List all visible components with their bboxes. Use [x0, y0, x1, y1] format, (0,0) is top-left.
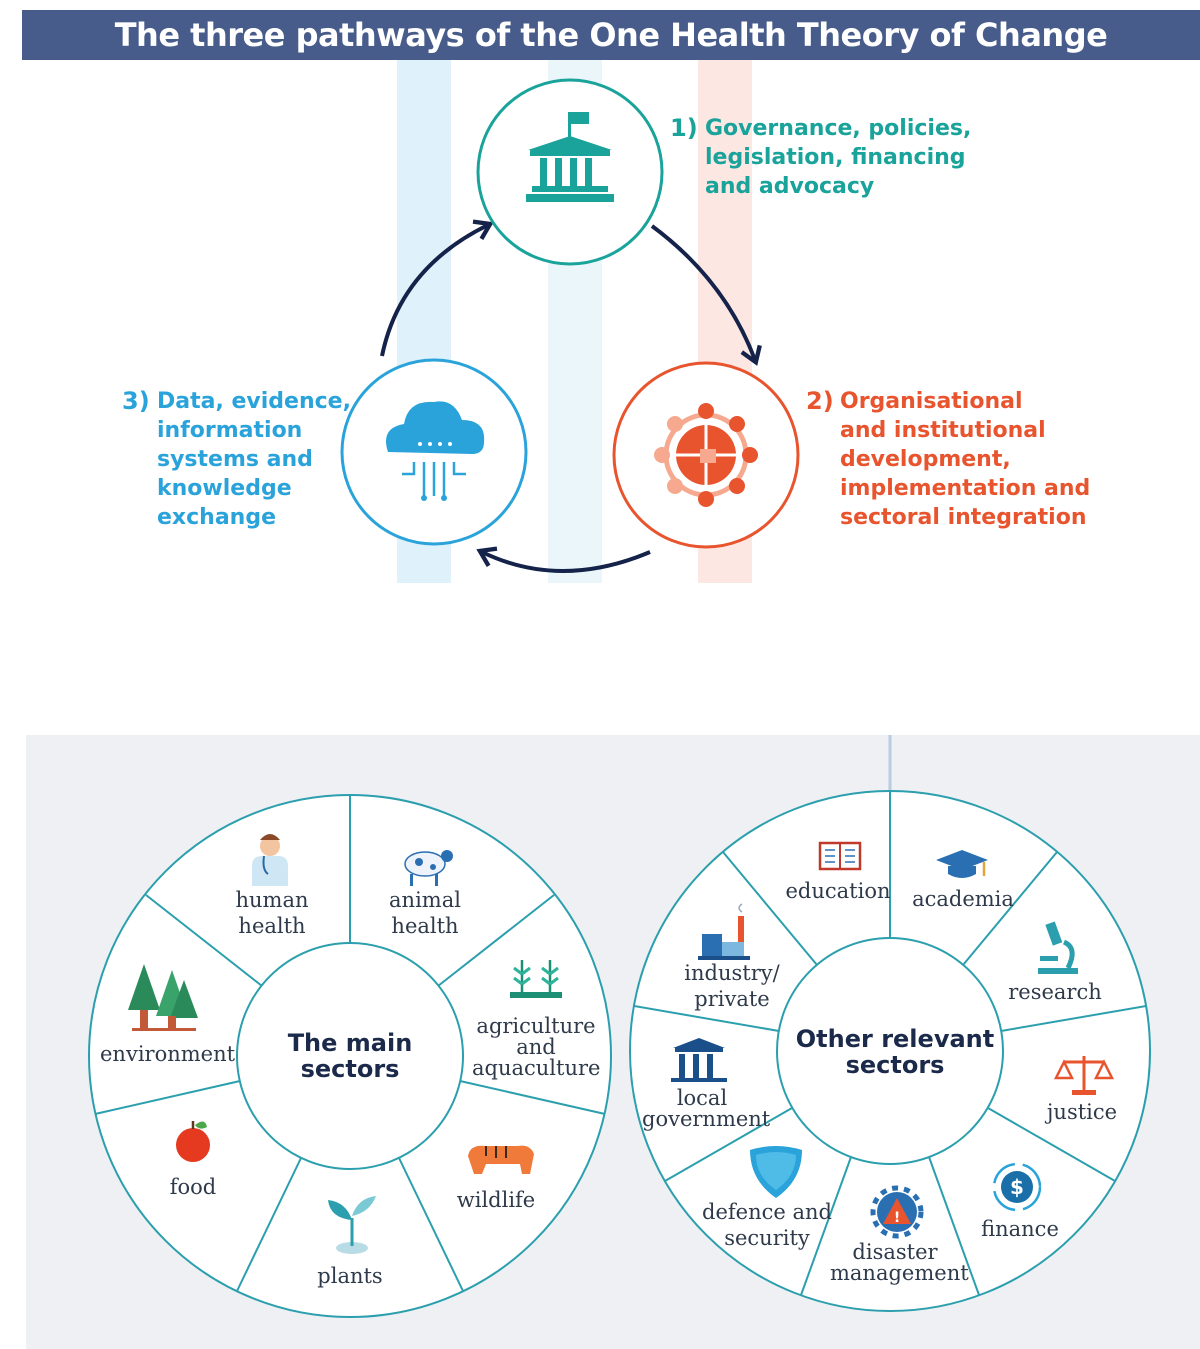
- pathway-2-label: Organisational and institutional develop…: [840, 389, 1091, 530]
- trees-icon: [128, 964, 198, 1031]
- money-cycle-icon: $: [992, 1162, 1042, 1212]
- pathway-cycle-diagram: [340, 78, 800, 573]
- book-icon: [818, 841, 862, 871]
- main-sectors-wheel: [88, 794, 612, 1318]
- pathway-3-label: Data, evidence, information systems and …: [157, 389, 351, 530]
- tiger-icon: [468, 1145, 534, 1174]
- scales-icon: [1053, 1056, 1115, 1095]
- factory-icon: [698, 903, 750, 960]
- svg-text:!: !: [894, 1210, 900, 1226]
- sector-finance: finance: [981, 1217, 1059, 1241]
- shield-icon: [750, 1146, 802, 1198]
- sector-academia: academia: [912, 887, 1014, 911]
- microscope-icon: [1038, 921, 1078, 974]
- sprout-icon: [328, 1196, 376, 1254]
- pathway-2-number: 2): [806, 387, 834, 415]
- sector-food: food: [169, 1175, 217, 1199]
- sector-plants: plants: [317, 1264, 383, 1288]
- sector-environment: environment: [100, 1042, 236, 1066]
- arrow-2-to-3: [476, 546, 651, 573]
- globe-network-icon: [654, 403, 758, 507]
- apple-icon: [176, 1121, 210, 1162]
- arrow-1-to-2: [650, 224, 762, 366]
- doctor-icon: [252, 834, 288, 886]
- cloud-data-icon: [386, 401, 485, 501]
- page-title: The three pathways of the One Health The…: [22, 10, 1200, 60]
- government-building-icon: [526, 112, 614, 202]
- sector-research: research: [1008, 980, 1102, 1004]
- svg-text:$: $: [1010, 1175, 1024, 1199]
- sector-education: education: [785, 879, 891, 903]
- cow-icon: [404, 850, 453, 886]
- crops-icon: [510, 960, 562, 998]
- warning-gear-icon: !: [870, 1185, 924, 1239]
- town-hall-icon: [671, 1038, 727, 1082]
- sector-industry-private: industry/private: [684, 961, 780, 1011]
- graduation-cap-icon: [936, 850, 988, 878]
- arrow-3-to-1: [380, 219, 494, 357]
- pathway-1-label: Governance, policies, legislation, finan…: [705, 116, 972, 199]
- pathway-1-number: 1): [670, 114, 698, 142]
- sector-wildlife: wildlife: [456, 1188, 536, 1212]
- pathway-3-number: 3): [122, 387, 150, 415]
- sector-justice: justice: [1046, 1100, 1118, 1124]
